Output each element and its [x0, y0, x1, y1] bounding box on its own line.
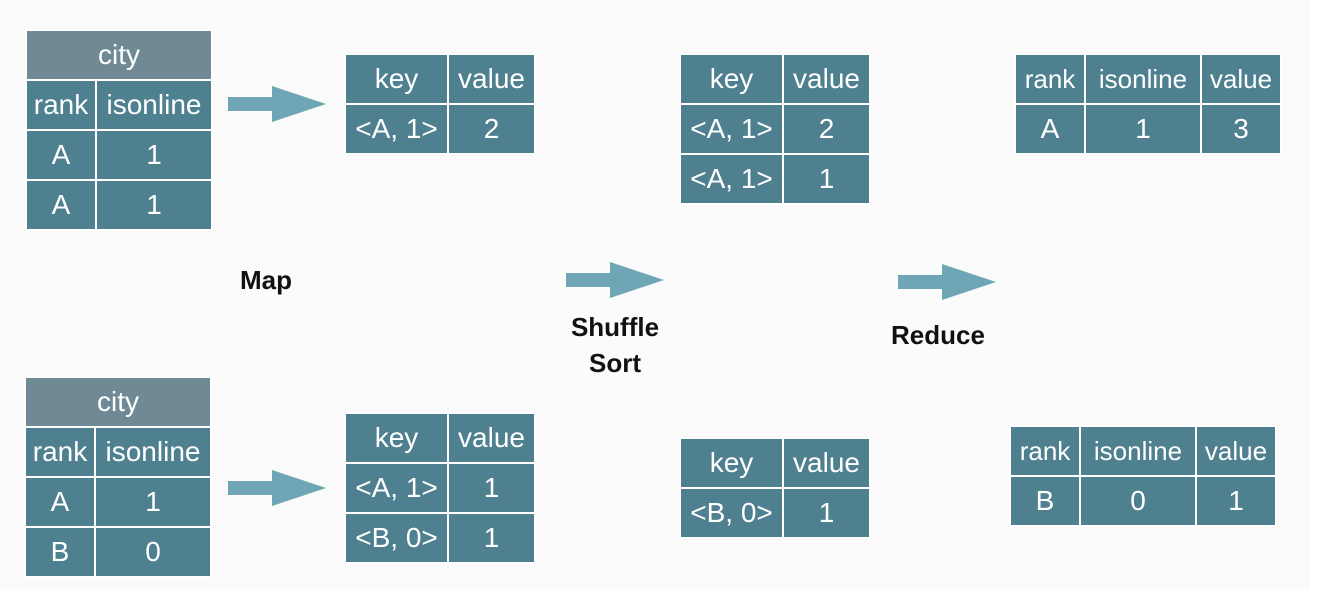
- arrow-right-icon: [898, 264, 996, 300]
- table-cell: 1: [95, 129, 213, 181]
- column-header-key: key: [344, 412, 449, 464]
- reduce-output-table-2: rank isonline value B 0 1: [1009, 425, 1277, 527]
- shuffle-output-table-2: key value <B, 0> 1: [679, 437, 871, 539]
- table-cell: 1: [1084, 103, 1202, 155]
- column-header-value: value: [447, 412, 536, 464]
- column-header-key: key: [679, 437, 784, 489]
- table-cell: A: [1014, 103, 1086, 155]
- shuffle-output-table-1: key value <A, 1> 2 <A, 1> 1: [679, 53, 871, 205]
- input-table-city-1: city rank isonline A 1 A 1: [25, 29, 213, 231]
- column-header-value: value: [1195, 425, 1277, 477]
- input-table-city-2: city rank isonline A 1 B 0: [24, 376, 212, 578]
- table-cell: <A, 1>: [344, 462, 449, 514]
- table-cell: A: [25, 179, 97, 231]
- table-cell: 0: [1079, 475, 1197, 527]
- table-cell: A: [24, 476, 96, 528]
- column-header-isonline: isonline: [94, 426, 212, 478]
- table-cell: <A, 1>: [679, 103, 784, 155]
- table-title: city: [24, 376, 212, 428]
- stage-label-map: Map: [240, 265, 292, 295]
- table-cell: 2: [782, 103, 871, 155]
- stage-label-reduce: Reduce: [891, 320, 985, 350]
- column-header-key: key: [344, 53, 449, 105]
- column-header-rank: rank: [24, 426, 96, 478]
- reduce-output-table-1: rank isonline value A 1 3: [1014, 53, 1282, 155]
- table-cell: 1: [782, 487, 871, 539]
- table-cell: 2: [447, 103, 536, 155]
- arrow-right-icon: [228, 470, 326, 506]
- table-cell: <B, 0>: [344, 512, 449, 564]
- column-header-value: value: [1200, 53, 1282, 105]
- table-cell: 1: [94, 476, 212, 528]
- column-header-key: key: [679, 53, 784, 105]
- column-header-value: value: [782, 437, 871, 489]
- table-cell: 1: [95, 179, 213, 231]
- stage-label-sort: Sort: [589, 348, 641, 378]
- table-cell: <A, 1>: [679, 153, 784, 205]
- table-cell: 0: [94, 526, 212, 578]
- table-cell: B: [1009, 475, 1081, 527]
- table-cell: 1: [1195, 475, 1277, 527]
- table-cell: A: [25, 129, 97, 181]
- table-cell: B: [24, 526, 96, 578]
- map-output-table-2: key value <A, 1> 1 <B, 0> 1: [344, 412, 536, 564]
- table-cell: 3: [1200, 103, 1282, 155]
- map-output-table-1: key value <A, 1> 2: [344, 53, 536, 155]
- table-cell: 1: [447, 512, 536, 564]
- column-header-rank: rank: [1014, 53, 1086, 105]
- column-header-value: value: [447, 53, 536, 105]
- diagram-canvas: city rank isonline A 1 A 1 city rank iso…: [24, 29, 1282, 578]
- table-cell: <B, 0>: [679, 487, 784, 539]
- column-header-rank: rank: [25, 79, 97, 131]
- column-header-isonline: isonline: [1084, 53, 1202, 105]
- column-header-isonline: isonline: [1079, 425, 1197, 477]
- stage-label-shuffle: Shuffle: [570, 312, 660, 342]
- arrow-right-icon: [228, 86, 326, 122]
- table-title: city: [25, 29, 213, 81]
- table-cell: 1: [782, 153, 871, 205]
- column-header-value: value: [782, 53, 871, 105]
- table-cell: <A, 1>: [344, 103, 449, 155]
- table-cell: 1: [447, 462, 536, 514]
- arrow-right-icon: [566, 262, 664, 298]
- column-header-rank: rank: [1009, 425, 1081, 477]
- column-header-isonline: isonline: [95, 79, 213, 131]
